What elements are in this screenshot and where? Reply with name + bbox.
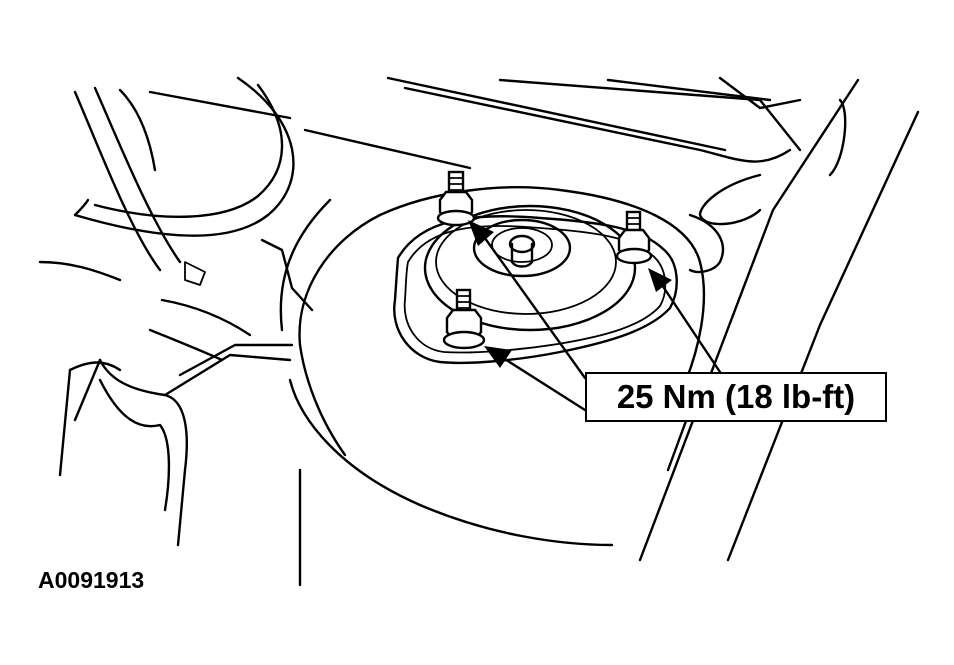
callout-leaders [468, 220, 722, 412]
steering-structure [38, 76, 295, 286]
top-mount [423, 204, 637, 332]
leader-line-right [658, 280, 722, 374]
arrowhead-bottom-left [484, 346, 512, 368]
leader-line-top-left [480, 232, 587, 380]
figure-id-label: A0091913 [38, 567, 145, 593]
leader-line-bottom-left [498, 354, 587, 412]
mount-nut-left-bottom [442, 288, 486, 350]
strut-mount-plate [393, 215, 678, 365]
arrowhead-top-left [468, 220, 494, 246]
arrowhead-right [648, 268, 672, 292]
strut-tower [279, 186, 706, 547]
fender-apron [58, 238, 314, 587]
mount-nut-right [615, 210, 653, 265]
body-rails [638, 78, 920, 562]
cowl-panels [148, 76, 847, 274]
torque-spec-label: 25 Nm (18 lb-ft) [585, 372, 887, 422]
mount-nut-left-top [436, 170, 476, 227]
